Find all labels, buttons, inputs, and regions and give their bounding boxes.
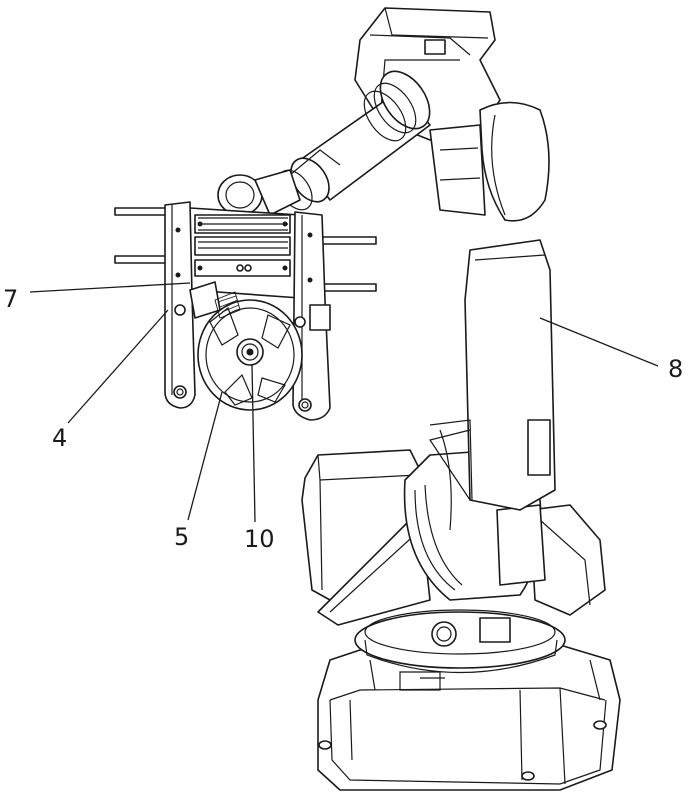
gripper-frame [189, 207, 319, 299]
lower-arm [429, 239, 556, 531]
part-labels: 7 4 5 10 8 [3, 285, 683, 553]
label-10: 10 [244, 525, 275, 553]
label-5: 5 [174, 523, 189, 551]
robot-turntable [354, 609, 566, 674]
left-gripper-finger [164, 201, 221, 409]
leader-7 [29, 282, 191, 293]
leader-5 [187, 391, 223, 521]
leader-lines [29, 282, 659, 523]
upper-arm [277, 70, 431, 211]
motor-housing [301, 449, 431, 626]
label-8: 8 [668, 355, 683, 383]
right-gripper-finger [292, 211, 331, 421]
grip-disc [197, 291, 303, 411]
wrist [217, 169, 301, 216]
leader-10 [251, 364, 256, 523]
label-4: 4 [52, 424, 67, 452]
leader-4 [67, 309, 169, 424]
robot-base [317, 644, 621, 791]
label-7: 7 [3, 285, 18, 313]
leader-8 [539, 317, 659, 367]
